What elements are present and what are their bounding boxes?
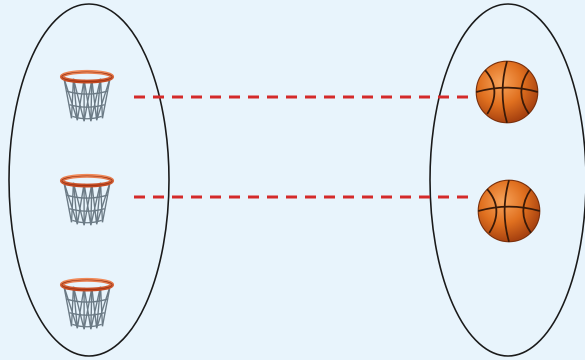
basketball-icon: [476, 61, 538, 123]
basketball-hoop-icon: [62, 280, 112, 329]
left-set: [9, 4, 169, 356]
basketball-hoop-icon: [62, 176, 112, 225]
connectors: [134, 97, 470, 197]
right-set: [430, 4, 585, 356]
basketball-icon: [478, 180, 540, 242]
basketball-hoop-icon: [62, 72, 112, 121]
